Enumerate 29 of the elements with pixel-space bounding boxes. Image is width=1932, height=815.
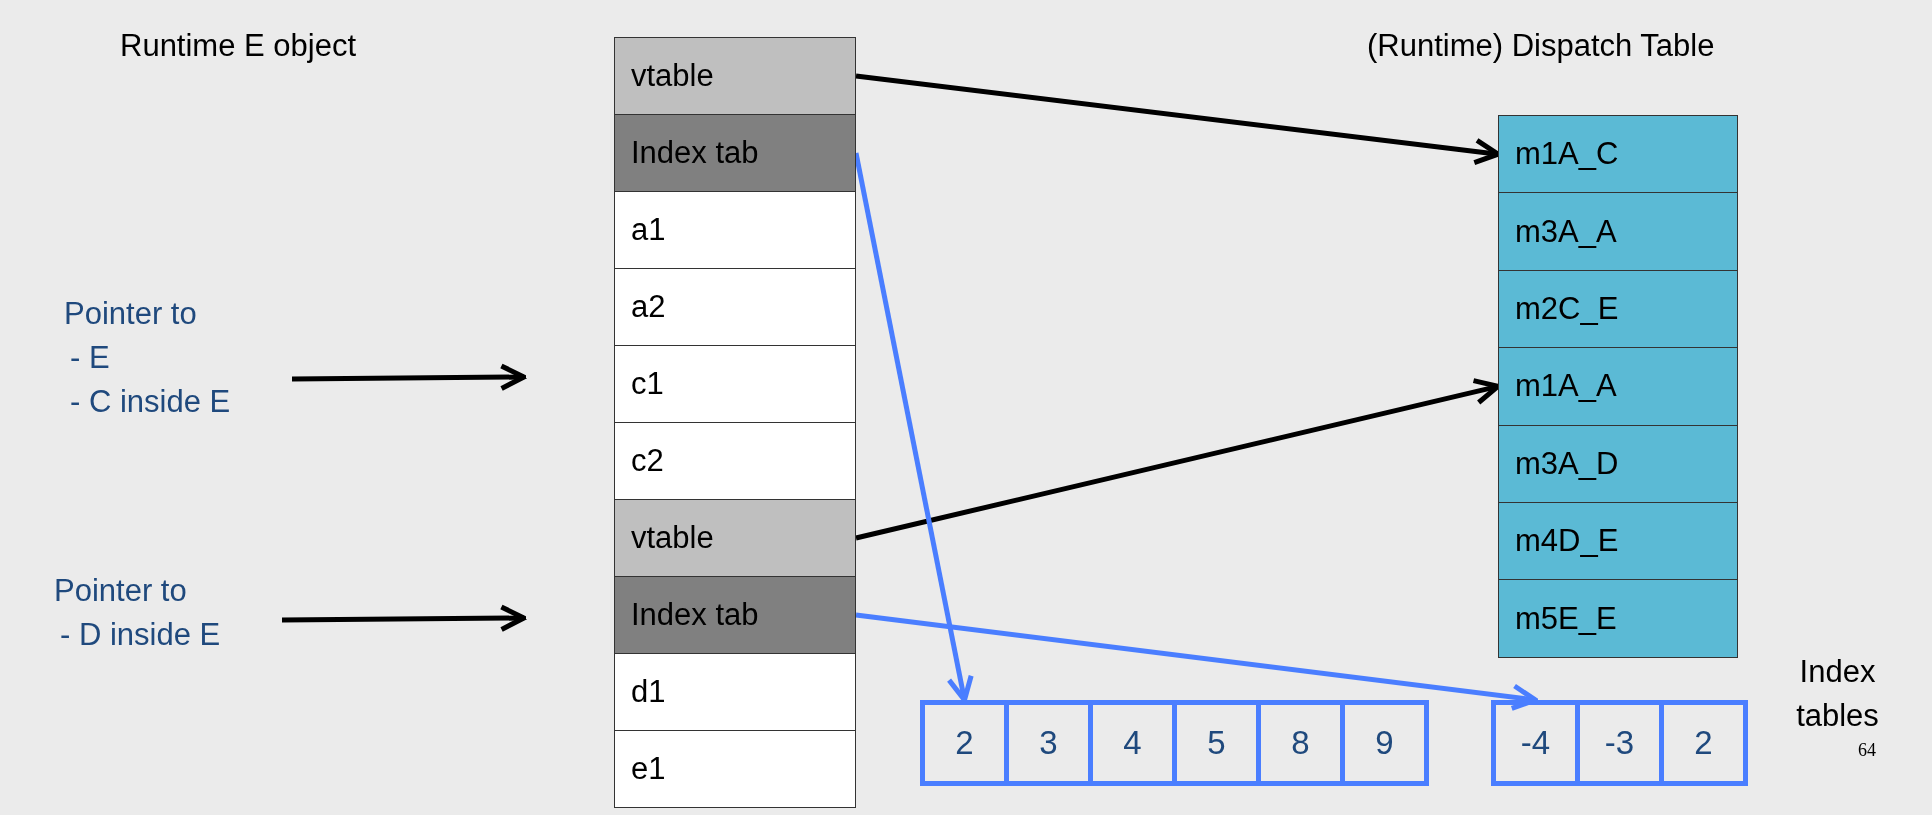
field-cell: c2: [614, 422, 856, 500]
dispatch-entry-cell: m1A_A: [1498, 347, 1738, 426]
pointer-note: - E: [69, 339, 110, 377]
field-cell: a2: [614, 268, 856, 346]
dispatch-entry-cell: m4D_E: [1498, 502, 1738, 581]
vtable-cell: vtable: [614, 37, 856, 115]
field-cell: e1: [614, 730, 856, 808]
dispatch-entry-cell: m1A_C: [1498, 115, 1738, 194]
dispatch-entry-cell: m2C_E: [1498, 269, 1738, 349]
field-cell: a1: [614, 191, 856, 269]
panel-heading: Runtime E object: [120, 28, 357, 64]
pointer-note: - C inside E: [69, 383, 231, 421]
index-pointer-cell: Index tab: [614, 114, 856, 192]
dispatch-entry-cell: m3A_D: [1498, 424, 1738, 503]
field-cell: d1: [614, 653, 856, 731]
field-cell: c1: [614, 345, 856, 423]
dispatch-entry-cell: m5E_E: [1498, 579, 1738, 658]
dispatch-entry-cell: m3A_A: [1498, 192, 1738, 271]
arrow: [855, 612, 1538, 711]
panel-heading: (Runtime) Dispatch Table: [1367, 28, 1715, 64]
index-pointer-cell: Index tab: [614, 576, 856, 654]
arrow: [291, 363, 527, 391]
table-caption: Index tables: [1795, 653, 1880, 735]
pointer-note: Pointer to: [54, 572, 187, 610]
pointer-note: Pointer to: [64, 295, 197, 333]
arrow: [282, 604, 527, 632]
vtable-cell: vtable: [614, 499, 856, 577]
page-number: 64: [1858, 740, 1876, 761]
pointer-note: - D inside E: [59, 616, 221, 654]
